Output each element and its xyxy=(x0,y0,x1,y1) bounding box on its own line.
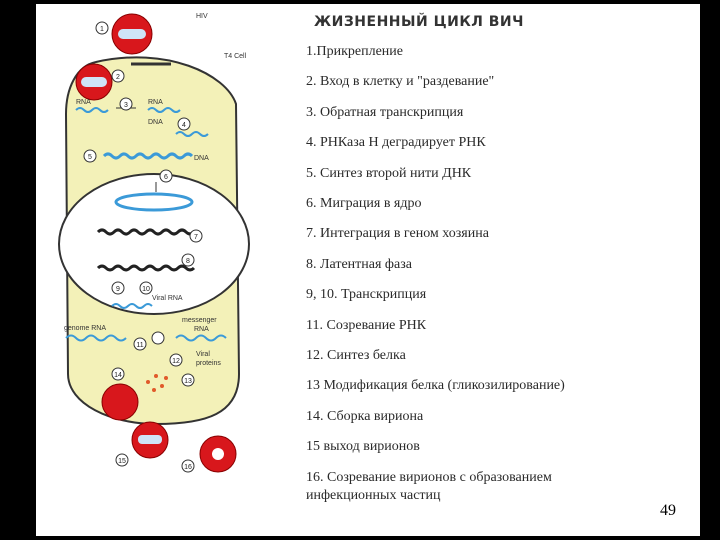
genome-rna-strand xyxy=(65,334,127,342)
step-marker-15: 15 xyxy=(115,453,129,467)
virion-mature xyxy=(199,435,237,473)
svg-text:6: 6 xyxy=(164,174,168,181)
rna-strand xyxy=(75,107,109,113)
label-t4cell: T4 Cell xyxy=(224,53,247,60)
svg-text:8: 8 xyxy=(186,258,190,265)
step-item: 5. Синтез второй нити ДНК xyxy=(306,166,472,181)
circular-dna xyxy=(114,192,194,212)
step-marker-16: 16 xyxy=(181,459,195,473)
label-messenger-rna: RNA xyxy=(194,326,209,333)
viral-proteins xyxy=(146,374,168,392)
svg-text:5: 5 xyxy=(88,154,92,161)
step-marker-6: 6 xyxy=(159,169,173,183)
label-viral: Viral xyxy=(196,351,210,358)
svg-text:12: 12 xyxy=(172,358,180,365)
step-item: 9, 10. Транскрипция xyxy=(306,287,427,302)
label-messenger: messenger xyxy=(182,317,217,324)
svg-text:16: 16 xyxy=(184,464,192,471)
svg-text:10: 10 xyxy=(142,286,150,293)
step-item: 2. Вход в клетку и "раздевание" xyxy=(306,74,495,89)
step-marker-7: 7 xyxy=(189,229,203,243)
svg-text:1: 1 xyxy=(100,26,104,33)
ribosome xyxy=(151,331,165,345)
dsdna-strand xyxy=(102,152,194,160)
slide: HIV T4 Cell RNA RNA DNA DNA Viral RNA ge… xyxy=(36,4,700,536)
virion-entering xyxy=(75,63,113,101)
step-marker-10: 10 xyxy=(139,281,153,295)
step-marker-5: 5 xyxy=(83,149,97,163)
step-marker-12: 12 xyxy=(169,353,183,367)
viral-rna-strand xyxy=(111,303,153,309)
step-marker-9: 9 xyxy=(111,281,125,295)
step-marker-8: 8 xyxy=(181,253,195,267)
hiv-lifecycle-diagram: HIV T4 Cell RNA RNA DNA DNA Viral RNA ge… xyxy=(58,13,250,473)
step-marker-4: 4 xyxy=(177,117,191,131)
label-rna: RNA xyxy=(76,99,91,106)
integrated-dna-1 xyxy=(96,228,196,236)
step-item: 3. Обратная транскрипция xyxy=(306,105,464,120)
step-item: 15 выход вирионов xyxy=(306,439,420,454)
label-proteins: proteins xyxy=(196,360,221,367)
page-number: 49 xyxy=(660,502,676,519)
integrated-dna-2 xyxy=(96,264,196,272)
step-marker-13: 13 xyxy=(181,373,195,387)
step-item: 7. Интеграция в геном хозяина xyxy=(306,226,489,241)
step-marker-2: 2 xyxy=(111,69,125,83)
label-hiv: HIV xyxy=(196,13,208,20)
virion-budding xyxy=(101,383,139,421)
step-item: 4. РНКаза Н деградирует РНК xyxy=(306,135,486,150)
step-marker-1: 1 xyxy=(95,21,109,35)
step-item: 13 Модификация белка (гликозилирование) xyxy=(306,378,565,393)
step-item: 8. Латентная фаза xyxy=(306,257,412,272)
step-item: 6. Миграция в ядро xyxy=(306,196,422,211)
label-dna: DNA xyxy=(148,119,163,126)
step-item: инфекционных частиц xyxy=(306,488,441,503)
step-marker-14: 14 xyxy=(111,367,125,381)
step-item: 11. Созревание РНК xyxy=(306,318,427,333)
step-item: 1.Прикрепление xyxy=(306,44,404,59)
virion-top xyxy=(111,13,153,55)
step-marker-11: 11 xyxy=(133,337,147,351)
svg-text:14: 14 xyxy=(114,372,122,379)
svg-text:2: 2 xyxy=(116,74,120,81)
svg-text:9: 9 xyxy=(116,286,120,293)
svg-text:4: 4 xyxy=(182,122,186,129)
virion-released xyxy=(131,421,169,459)
label-rna2: RNA xyxy=(148,99,163,106)
step-marker-3: 3 xyxy=(119,97,133,111)
svg-text:11: 11 xyxy=(136,342,143,349)
svg-text:13: 13 xyxy=(184,378,192,385)
step-item: 14. Сборка вириона xyxy=(306,409,424,424)
svg-text:3: 3 xyxy=(124,102,128,109)
label-viral-rna: Viral RNA xyxy=(152,295,183,302)
step-item: 16. Созревание вирионов с образованием xyxy=(306,470,552,485)
svg-text:7: 7 xyxy=(194,234,198,241)
ssdna-strand xyxy=(175,131,209,137)
nucleus xyxy=(58,173,250,315)
label-genome-rna: genome RNA xyxy=(64,325,106,332)
rna-dna-hybrid xyxy=(147,107,181,113)
svg-text:15: 15 xyxy=(118,458,126,465)
step-item: 12. Синтез белка xyxy=(306,348,406,363)
slide-title: ЖИЗНЕННЫЙ ЦИКЛ ВИЧ xyxy=(314,14,524,30)
messenger-rna-strand xyxy=(175,334,227,342)
label-dna2: DNA xyxy=(194,155,209,162)
